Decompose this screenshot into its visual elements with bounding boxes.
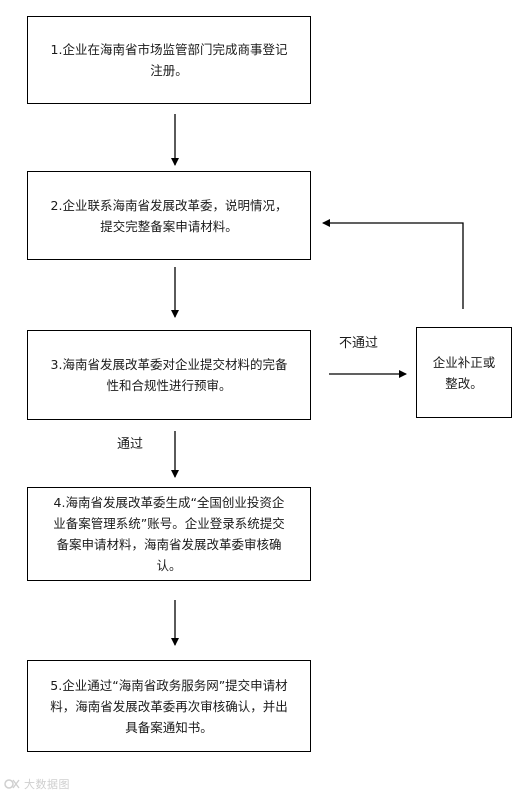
step-4-text: 4.海南省发展改革委生成“全国创业投资企 业备案管理系统”账号。企业登录系统提交… [53, 495, 285, 573]
fail-label: 不通过 [339, 336, 379, 351]
step-4-box: 4.海南省发展改革委生成“全国创业投资企 业备案管理系统”账号。企业登录系统提交… [27, 487, 311, 581]
watermark: 大数据图 [4, 776, 70, 792]
pass-label: 通过 [117, 437, 144, 452]
watermark-logo-icon [4, 779, 20, 789]
step-2-box: 2.企业联系海南省发展改革委，说明情况， 提交完整备案申请材料。 [27, 171, 311, 260]
step-1-text: 1.企业在海南省市场监管部门完成商事登记 注册。 [50, 42, 288, 78]
step-5-text: 5.企业通过“海南省政务服务网”提交申请材 料，海南省发展改革委再次审核确认，并… [50, 677, 288, 735]
step-5-box: 5.企业通过“海南省政务服务网”提交申请材 料，海南省发展改革委再次审核确认，并… [27, 660, 311, 752]
watermark-text: 大数据图 [24, 778, 70, 791]
arrow-side-to-step2 [322, 219, 464, 309]
rectify-text: 企业补正或 整改。 [432, 354, 496, 391]
step-3-text: 3.海南省发展改革委对企业提交材料的完备 性和合规性进行预审。 [50, 357, 288, 393]
step-3-box: 3.海南省发展改革委对企业提交材料的完备 性和合规性进行预审。 [27, 330, 311, 420]
rectify-box: 企业补正或 整改。 [416, 327, 512, 418]
step-1-box: 1.企业在海南省市场监管部门完成商事登记 注册。 [27, 16, 311, 104]
step-2-text: 2.企业联系海南省发展改革委，说明情况， 提交完整备案申请材料。 [50, 197, 288, 234]
